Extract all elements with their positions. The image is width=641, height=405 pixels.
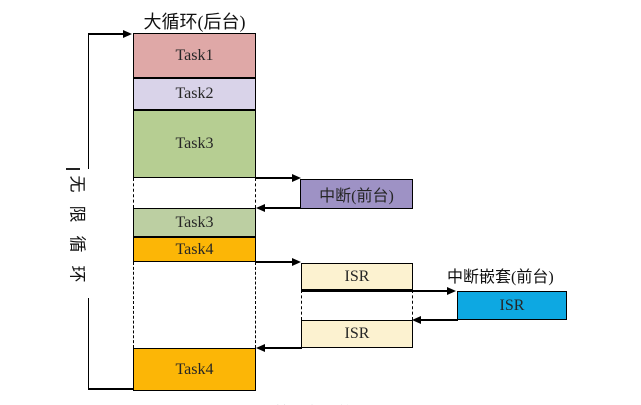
arrowhead-into-loop-top-icon [123,30,132,38]
task1-label: Task1 [175,46,214,64]
nested-isr-label: ISR [499,296,525,314]
task4-resumed-label: Task4 [175,360,214,378]
isr-gap-dashed-right [412,290,413,320]
task1-box: Task1 [133,33,256,78]
task2-box: Task2 [133,78,256,110]
isr-box-1-label: ISR [344,267,370,285]
interrupt-foreground-label: 中断(前台) [319,188,394,205]
task2-label: Task2 [175,85,214,102]
isr-box-1: ISR [301,263,413,290]
isr-box-2: ISR [301,320,413,348]
isr-box-2-label: ISR [344,325,370,342]
nested-interrupt-title: 中断嵌套(前台) [447,269,554,286]
isr-gap-dashed-left [301,290,302,320]
arrow-isr2-return-to-task4 [264,347,302,349]
loop-line-vertical-bottom [87,296,89,389]
arrowhead-isr2-return-to-task4-icon [256,344,265,352]
arrowhead-task4-to-isr1-icon [292,258,301,266]
task3-box: Task3 [133,110,256,178]
arrow-interrupt-return [264,207,301,209]
task3-resumed-label: Task3 [175,213,214,231]
loop-line-bottom-arm [88,388,134,390]
arrow-task4-to-isr1 [256,261,293,263]
nested-isr-box: ISR [457,291,567,320]
loop-line-top-arm [88,33,124,35]
arrowhead-isr1-to-nested-isr-icon [447,287,456,295]
task3-resumed-box: Task3 [133,208,256,237]
task3-label: Task3 [175,135,214,152]
loop-line-vertical-top [87,33,89,169]
arrowhead-nested-isr-return-icon [412,316,421,324]
column-suspended-gap-2 [133,262,256,348]
arrow-isr1-to-nested-isr [302,290,448,292]
task4-box: Task4 [133,237,256,262]
arrow-task3-to-interrupt [256,177,293,179]
arrow-nested-isr-return [420,319,458,321]
column-suspended-gap-1 [133,178,256,208]
task4-label: Task4 [175,240,214,258]
loop-label-top-tick [66,168,80,170]
arrowhead-interrupt-return-icon [256,204,265,212]
background-loop-title: 大循环(后台) [143,12,246,32]
task4-resumed-box: Task4 [133,348,256,391]
interrupt-foreground-box: 中断(前台) [300,179,413,209]
infinite-loop-label: 无限循环 [60,172,98,298]
infinite-loop-label-text: 无限循环 [67,175,87,295]
arrowhead-task3-to-interrupt-icon [292,174,301,182]
